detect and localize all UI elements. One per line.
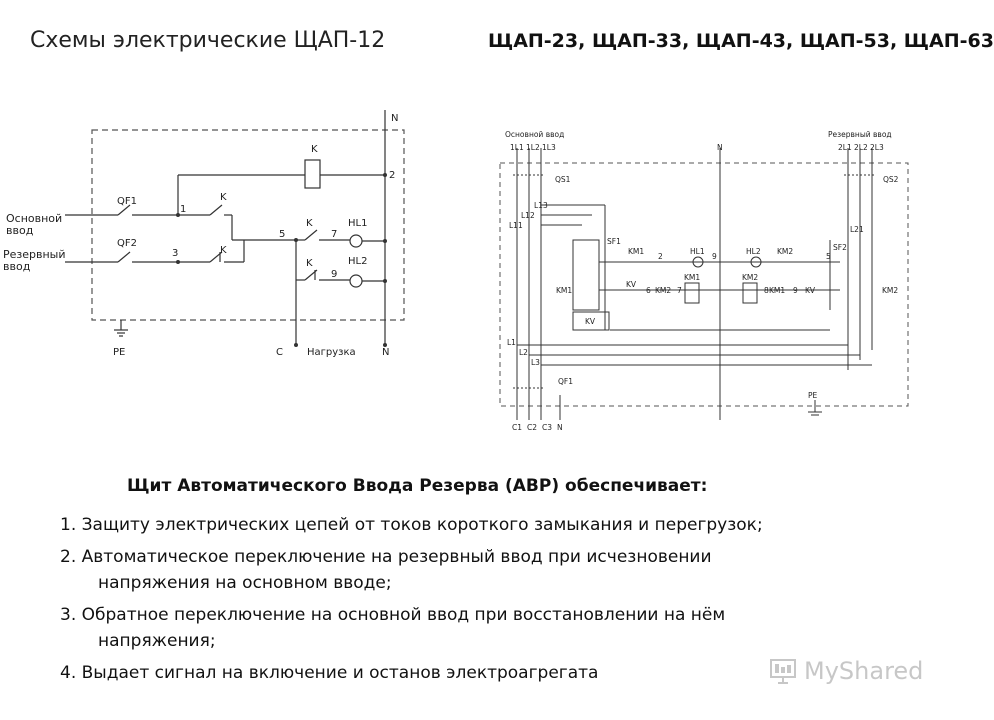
- list-item: 4. Выдает сигнал на включение и останов …: [60, 660, 920, 686]
- list-item: 2. Автоматическое переключение на резерв…: [60, 544, 920, 596]
- left-node-5: 5: [279, 229, 285, 240]
- page-title-left: Схемы электрические ЩАП-12: [30, 28, 386, 53]
- right-l3: L3: [531, 358, 540, 367]
- left-schematic: [65, 110, 405, 345]
- right-km2-b: KM2: [655, 286, 671, 295]
- left-hl1: HL1: [348, 218, 367, 229]
- right-node-6: 6: [646, 286, 651, 295]
- right-km1-d: KM1: [769, 286, 785, 295]
- left-k-coil: K: [311, 144, 318, 155]
- left-k-4: K: [306, 258, 313, 269]
- section-heading: Щит Автоматического Ввода Резерва (АВР) …: [127, 476, 708, 496]
- right-node-5: 5: [826, 252, 831, 261]
- left-n-bottom: N: [382, 347, 389, 358]
- right-out-n: N: [557, 423, 563, 432]
- left-k-1: K: [220, 192, 227, 203]
- right-qs1: QS1: [555, 175, 571, 184]
- presentation-logo-icon: [770, 659, 796, 684]
- right-out-c1: C1: [512, 423, 522, 432]
- right-l11: L11: [509, 221, 523, 230]
- right-km2-d: KM2: [882, 286, 898, 295]
- right-node-8: 8: [764, 286, 769, 295]
- left-qf1: QF1: [117, 196, 137, 207]
- right-reserve-input: Резервный ввод: [828, 130, 892, 139]
- list-item: 1. Защиту электрических цепей от токов к…: [60, 512, 920, 538]
- left-node-9: 9: [331, 269, 337, 280]
- right-node-9b: 9: [793, 286, 798, 295]
- schematics: Основной ввод Резервный ввод QF1 QF2 K K…: [3, 110, 909, 432]
- right-km2-a: KM2: [777, 247, 793, 256]
- right-hl1: HL1: [690, 247, 705, 256]
- left-reserve-input-2: ввод: [3, 260, 31, 273]
- list-item-text: 1. Защиту электрических цепей от токов к…: [60, 515, 763, 535]
- right-kv-box: KV: [585, 317, 596, 326]
- right-phase-1l1: 1L1: [510, 143, 524, 152]
- right-phase-1l3: 1L3: [542, 143, 556, 152]
- page-title-right: ЩАП-23, ЩАП-33, ЩАП-43, ЩАП-53, ЩАП-63: [488, 30, 994, 52]
- left-k-3: K: [306, 218, 313, 229]
- feature-list: 1. Защиту электрических цепей от токов к…: [60, 512, 920, 692]
- left-node-2: 2: [389, 170, 395, 181]
- right-hl2: HL2: [746, 247, 761, 256]
- right-out-c2: C2: [527, 423, 537, 432]
- right-node-2: 2: [658, 252, 663, 261]
- right-qs2: QS2: [883, 175, 899, 184]
- left-c: C: [276, 347, 283, 358]
- left-pe: PE: [113, 347, 125, 358]
- right-sf2: SF2: [833, 243, 847, 252]
- right-l13: L13: [534, 201, 548, 210]
- right-main-input: Основной ввод: [505, 130, 564, 139]
- right-qf1: QF1: [558, 377, 573, 386]
- right-kv-contact-1: KV: [626, 280, 637, 289]
- right-phase-2l2: 2L2: [854, 143, 868, 152]
- left-node-1: 1: [180, 204, 186, 215]
- left-main-input-1: Основной: [6, 212, 62, 225]
- left-node-3: 3: [172, 248, 178, 259]
- right-l1: L1: [507, 338, 516, 347]
- right-schematic: [499, 148, 909, 420]
- right-sf1: SF1: [607, 237, 621, 246]
- right-node-7: 7: [677, 286, 682, 295]
- left-qf2: QF2: [117, 238, 137, 249]
- right-kv-contact-2: KV: [805, 286, 816, 295]
- left-reserve-input-1: Резервный: [3, 248, 66, 261]
- left-main-input-2: ввод: [6, 224, 34, 237]
- list-item-continuation: напряжения;: [98, 631, 216, 651]
- right-km1-b: KM1: [556, 286, 572, 295]
- right-km1-c: KM1: [684, 273, 700, 282]
- left-node-7: 7: [331, 229, 337, 240]
- right-km1-a: KM1: [628, 247, 644, 256]
- right-node-9a: 9: [712, 252, 717, 261]
- right-l2: L2: [519, 348, 528, 357]
- right-pe: PE: [808, 391, 818, 400]
- list-item: 3. Обратное переключение на основной вво…: [60, 602, 920, 654]
- list-item-text: 2. Автоматическое переключение на резерв…: [60, 547, 712, 567]
- right-km2-c: KM2: [742, 273, 758, 282]
- right-l12: L12: [521, 211, 535, 220]
- left-hl2: HL2: [348, 256, 367, 267]
- right-phase-2l1: 2L1: [838, 143, 852, 152]
- right-l21: L21: [850, 225, 864, 234]
- right-schematic-labels: Основной ввод Резервный ввод 1L1 1L2 1L3…: [505, 130, 899, 432]
- left-k-2: K: [220, 245, 227, 256]
- right-phase-1l2: 1L2: [526, 143, 540, 152]
- right-out-c3: C3: [542, 423, 552, 432]
- list-item-text: 3. Обратное переключение на основной вво…: [60, 605, 726, 625]
- right-phase-2l3: 2L3: [870, 143, 884, 152]
- watermark-text: MyShared: [804, 657, 924, 685]
- list-item-continuation: напряжения на основном вводе;: [98, 573, 392, 593]
- left-n-top: N: [391, 113, 398, 124]
- watermark: MyShared: [768, 655, 923, 687]
- list-item-text: 4. Выдает сигнал на включение и останов …: [60, 663, 599, 683]
- left-schematic-dots: [176, 173, 387, 347]
- left-load: Нагрузка: [307, 347, 356, 358]
- right-n-top: N: [717, 143, 723, 152]
- left-schematic-labels: Основной ввод Резервный ввод QF1 QF2 K K…: [3, 113, 398, 358]
